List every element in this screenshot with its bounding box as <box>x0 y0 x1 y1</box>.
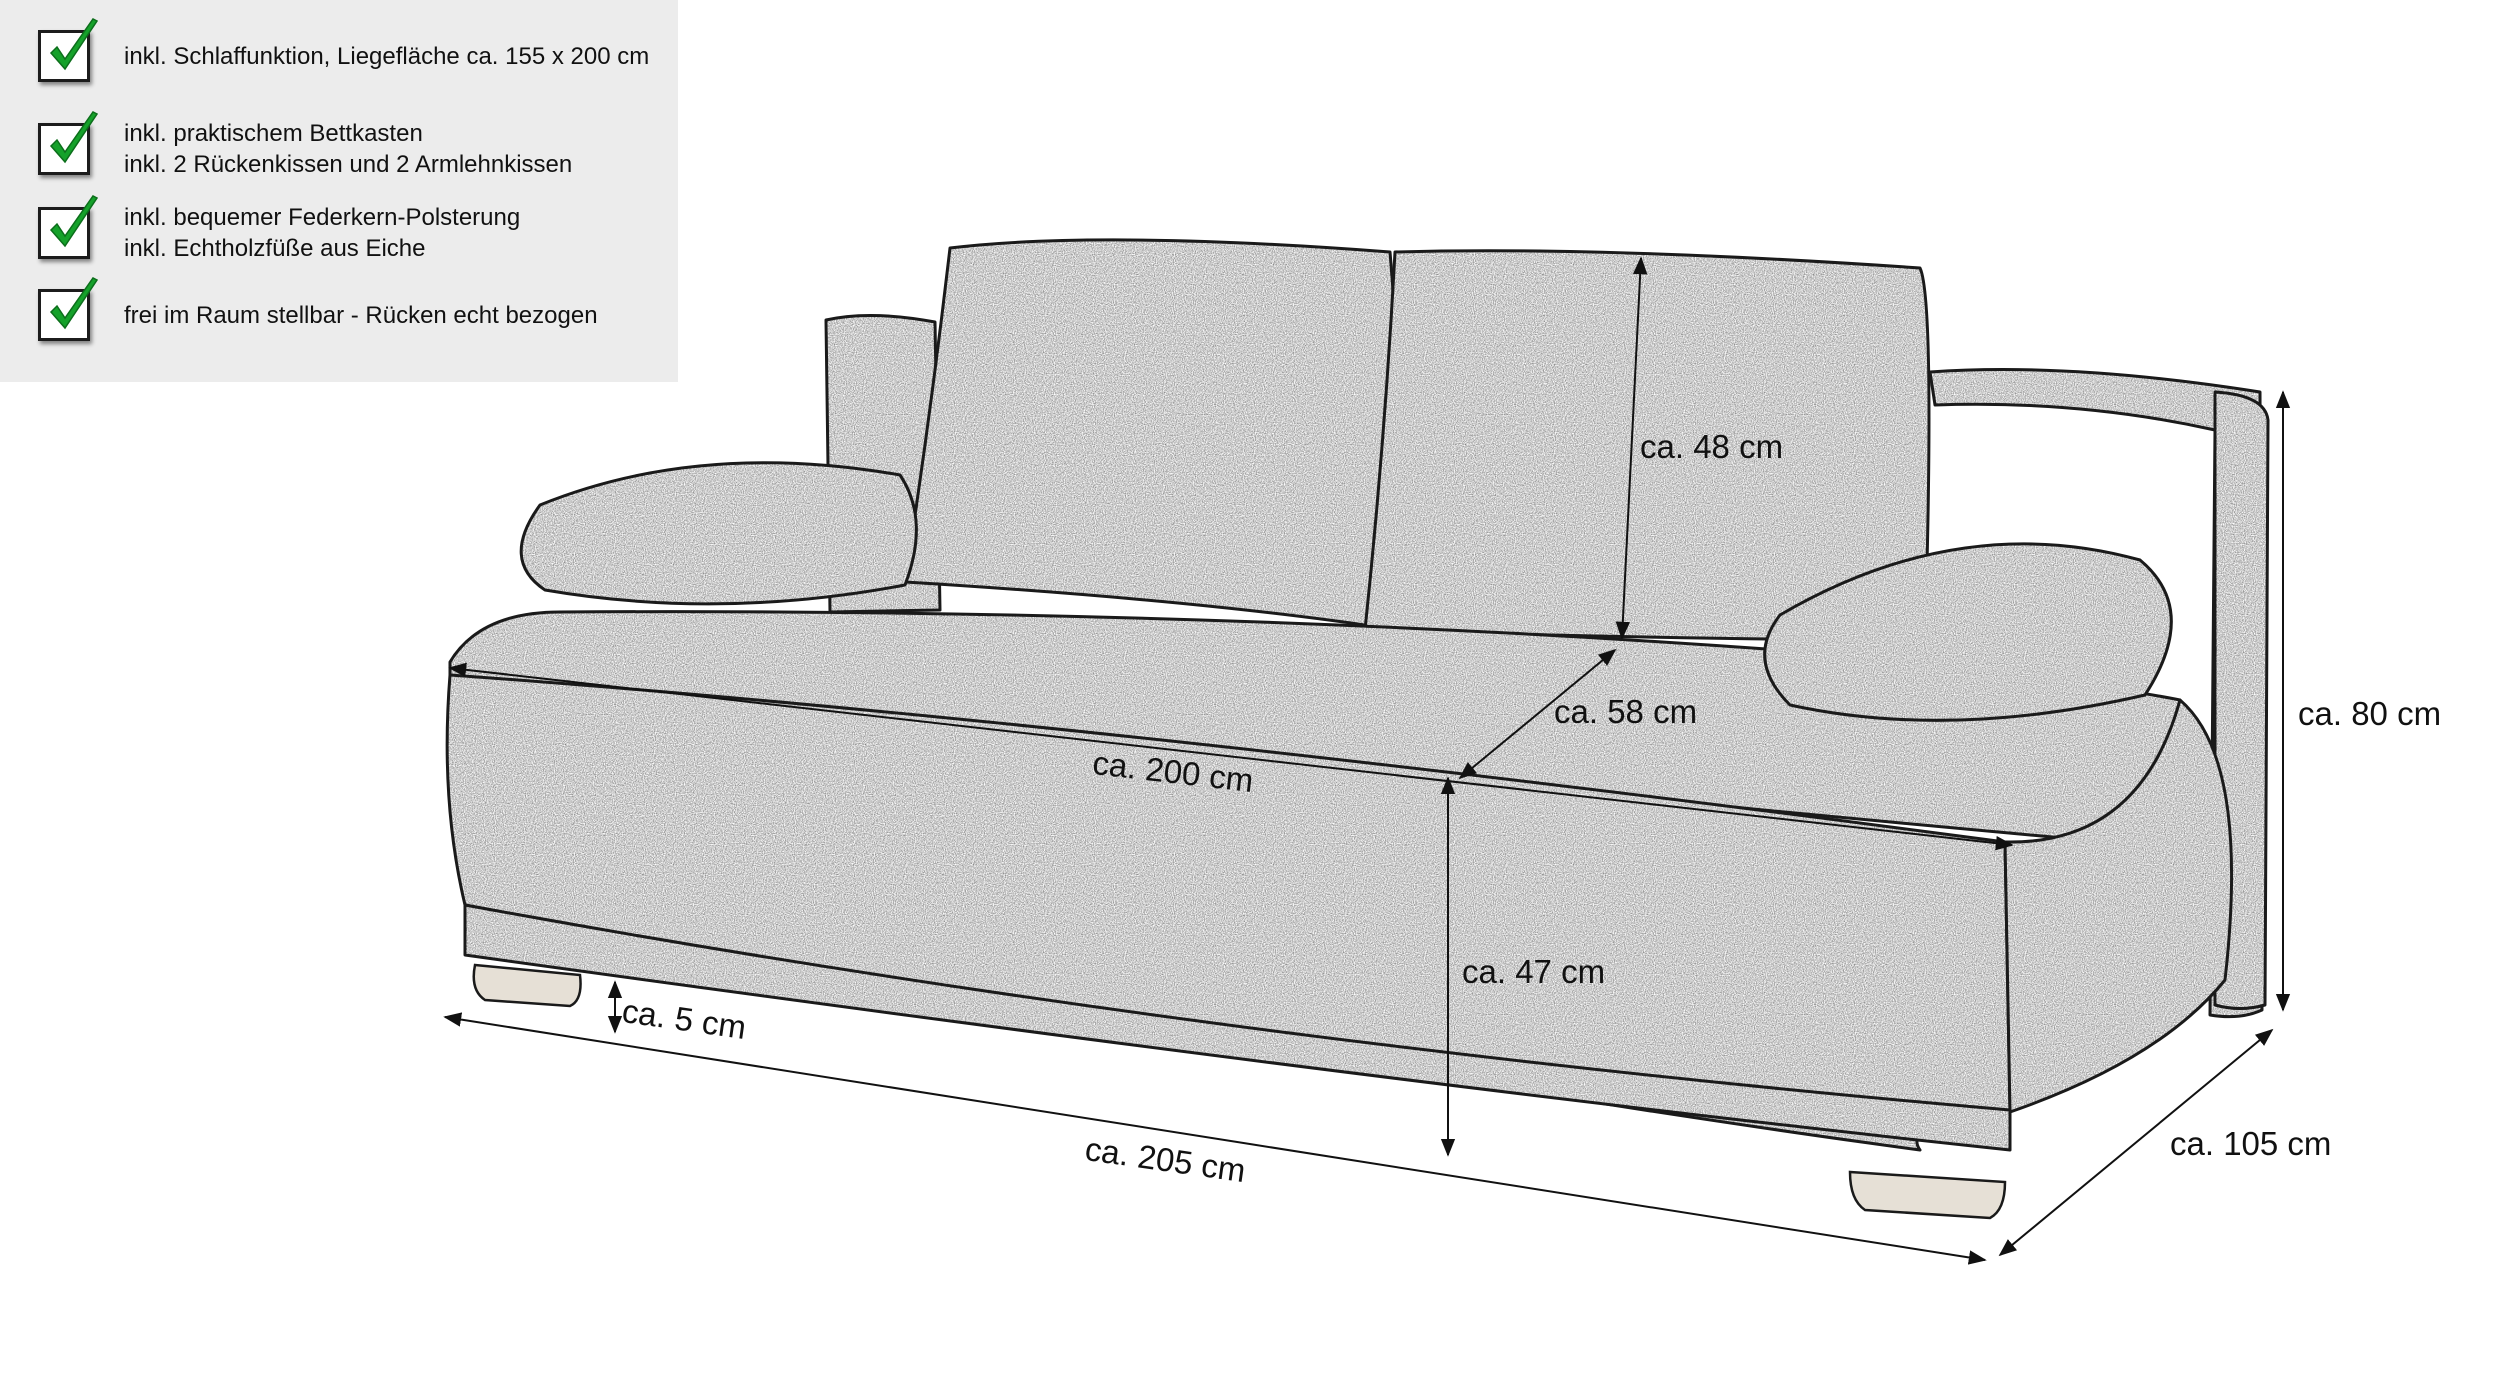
label-total-depth: ca. 105 cm <box>2170 1125 2332 1162</box>
feature-list-panel: inkl. Schlaffunktion, Liegefläche ca. 15… <box>0 0 678 382</box>
feature-item: inkl. bequemer Federkern-Polsterung inkl… <box>38 195 520 264</box>
check-icon <box>38 195 99 259</box>
feature-line: inkl. praktischem Bettkasten <box>124 120 423 147</box>
feature-line: inkl. bequemer Federkern-Polsterung <box>124 204 521 231</box>
feature-line: inkl. 2 Rückenkissen und 2 Armlehnkissen <box>124 151 573 178</box>
feature-text: frei im Raum stellbar - Rücken echt bezo… <box>124 300 598 331</box>
label-seat-height: ca. 47 cm <box>1462 953 1606 990</box>
feature-item: inkl. Schlaffunktion, Liegefläche ca. 15… <box>38 18 649 82</box>
feature-text: inkl. praktischem Bettkasten inkl. 2 Rüc… <box>124 118 572 180</box>
feature-line: inkl. Schlaffunktion, Liegefläche ca. 15… <box>124 42 650 70</box>
feature-line: frei im Raum stellbar - Rücken echt bezo… <box>124 301 598 329</box>
check-icon <box>38 111 99 175</box>
feature-item: frei im Raum stellbar - Rücken echt bezo… <box>38 277 598 341</box>
dim-line-back-cushion-height <box>1615 256 1648 640</box>
feature-text: inkl. bequemer Federkern-Polsterung inkl… <box>124 202 520 264</box>
dim-line-total-width <box>443 1012 1987 1265</box>
check-icon <box>38 18 99 82</box>
label-back-cushion-height: ca. 48 cm <box>1640 428 1784 465</box>
feature-text: inkl. Schlaffunktion, Liegefläche ca. 15… <box>124 41 649 72</box>
label-total-height: ca. 80 cm <box>2298 695 2442 732</box>
foot-left <box>472 963 582 1008</box>
feature-line: inkl. Echtholzfüße aus Eiche <box>124 235 426 262</box>
dim-line-lying-length <box>448 662 2014 851</box>
check-icon <box>38 277 99 341</box>
feature-item: inkl. praktischem Bettkasten inkl. 2 Rüc… <box>38 111 572 180</box>
back-cushion-left <box>903 238 1398 630</box>
label-seat-depth: ca. 58 cm <box>1554 693 1698 730</box>
foot-right <box>1848 1170 2007 1220</box>
dim-line-total-depth <box>1998 1028 2274 1257</box>
arm-pillow-left <box>519 461 918 606</box>
